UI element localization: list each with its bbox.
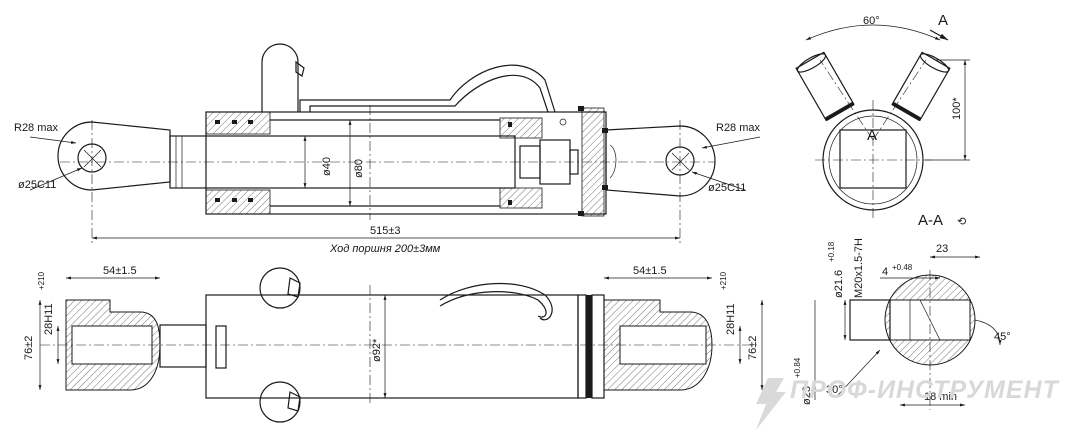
hydraulic-hose — [261, 43, 556, 113]
height-right-label: 76±2 — [747, 336, 759, 360]
chamfer-label: 45° — [994, 331, 1011, 343]
depth-tol: +0.48 — [892, 263, 913, 272]
left-ear — [57, 121, 171, 191]
rod-dia-label: ø40 — [321, 157, 333, 176]
dia-a-tol: +0.18 — [827, 241, 836, 262]
section-mark: A — [938, 12, 948, 29]
length-label: 515±3 — [370, 225, 401, 237]
bore-left-label: ø25C11 — [18, 179, 56, 191]
slot-left-tol: +210 — [37, 271, 46, 290]
right-ear — [605, 125, 716, 197]
slot-left-label: 28H11 — [43, 303, 55, 335]
thread-label: M20x1.5-7H — [853, 238, 865, 298]
end-view — [795, 24, 970, 218]
end-height-label: 100* — [951, 97, 963, 120]
body-dia-label: ø92* — [371, 338, 383, 362]
section-mark-center: A — [867, 127, 877, 144]
section-title: А-А — [918, 212, 943, 229]
slot-right-tol: +210 — [719, 271, 728, 290]
ear-width-right-label: 54±1.5 — [633, 265, 667, 277]
watermark: ПРОФ-ИНСТРУМЕНТ — [756, 376, 1061, 430]
depth-label: 4 — [882, 266, 888, 278]
r-right-label: R28 max — [716, 122, 761, 134]
bore-right-label: ø25C11 — [708, 182, 746, 194]
dia-b-label: ø23 — [801, 386, 813, 405]
r-left-label: R28 max — [14, 122, 59, 134]
watermark-text: ПРОФ-ИНСТРУМЕНТ — [790, 376, 1061, 404]
min-depth-label: 18 min — [924, 391, 957, 403]
dia-a-label: ø21.6 — [833, 270, 845, 298]
dia-b-tol: +0.84 — [793, 357, 802, 378]
lightning-icon — [756, 378, 786, 430]
top-view — [29, 43, 761, 245]
section-width-label: 23 — [936, 243, 948, 255]
angle-label: 60° — [863, 15, 880, 27]
height-left-label: 76±2 — [23, 336, 35, 360]
section-a-a — [814, 255, 1002, 410]
cone-label: 30° — [826, 384, 843, 396]
slot-right-label: 28H11 — [725, 303, 737, 335]
side-view — [38, 267, 764, 423]
bore-dia-label: ø80 — [353, 159, 365, 178]
cylinder-body — [205, 106, 608, 217]
ear-width-left-label: 54±1.5 — [103, 265, 137, 277]
section-view-icon: ⟲ — [957, 216, 966, 228]
stroke-label: Ход поршня 200±3мм — [329, 243, 441, 255]
